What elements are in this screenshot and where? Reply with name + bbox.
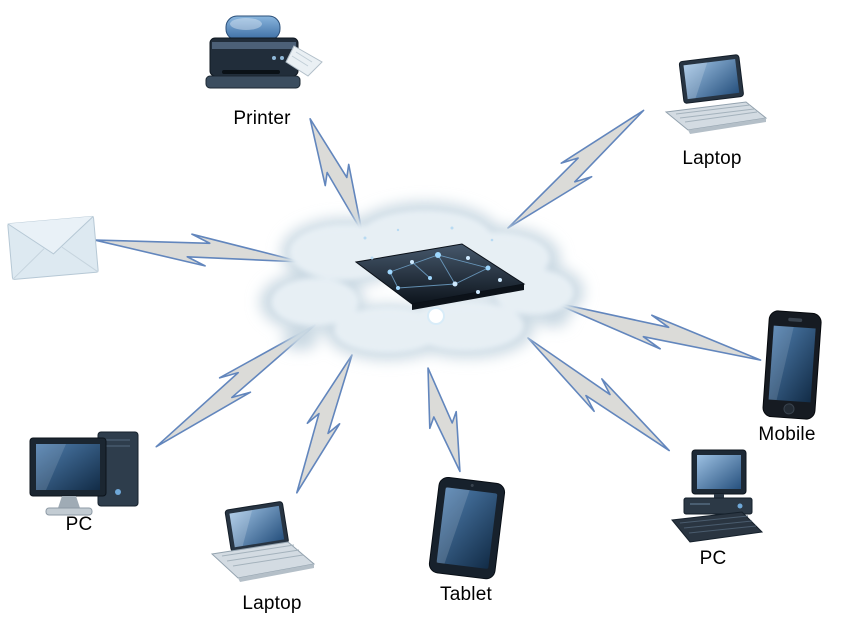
bolt-tablet-icon <box>412 362 474 477</box>
label-mobile: Mobile <box>758 424 816 445</box>
mobile-icon <box>762 310 822 420</box>
label-laptop-top: Laptop <box>682 148 742 169</box>
server-slab-edge <box>412 284 524 310</box>
bolt-email-icon <box>91 221 306 279</box>
pc-icon-left <box>29 431 139 516</box>
tablet-icon <box>428 476 506 580</box>
laptop-icon-top <box>664 54 768 134</box>
glow-orb <box>427 307 445 325</box>
label-tablet: Tablet <box>440 584 492 605</box>
bolt-laptop-bottom-icon <box>279 348 367 499</box>
email-icon <box>7 215 99 280</box>
printer-icon <box>205 15 323 89</box>
label-pc-left: PC <box>65 514 93 535</box>
pc-icon-right <box>671 449 764 543</box>
bolt-pc-right-icon <box>517 325 679 465</box>
label-pc-right: PC <box>699 548 727 569</box>
cloud-server-icon <box>260 202 584 360</box>
network-dots <box>363 226 502 325</box>
bolt-laptop-top-icon <box>497 99 656 241</box>
label-printer: Printer <box>233 108 291 129</box>
laptop-icon-bottom <box>210 501 316 582</box>
label-laptop-bottom: Laptop <box>242 593 302 614</box>
